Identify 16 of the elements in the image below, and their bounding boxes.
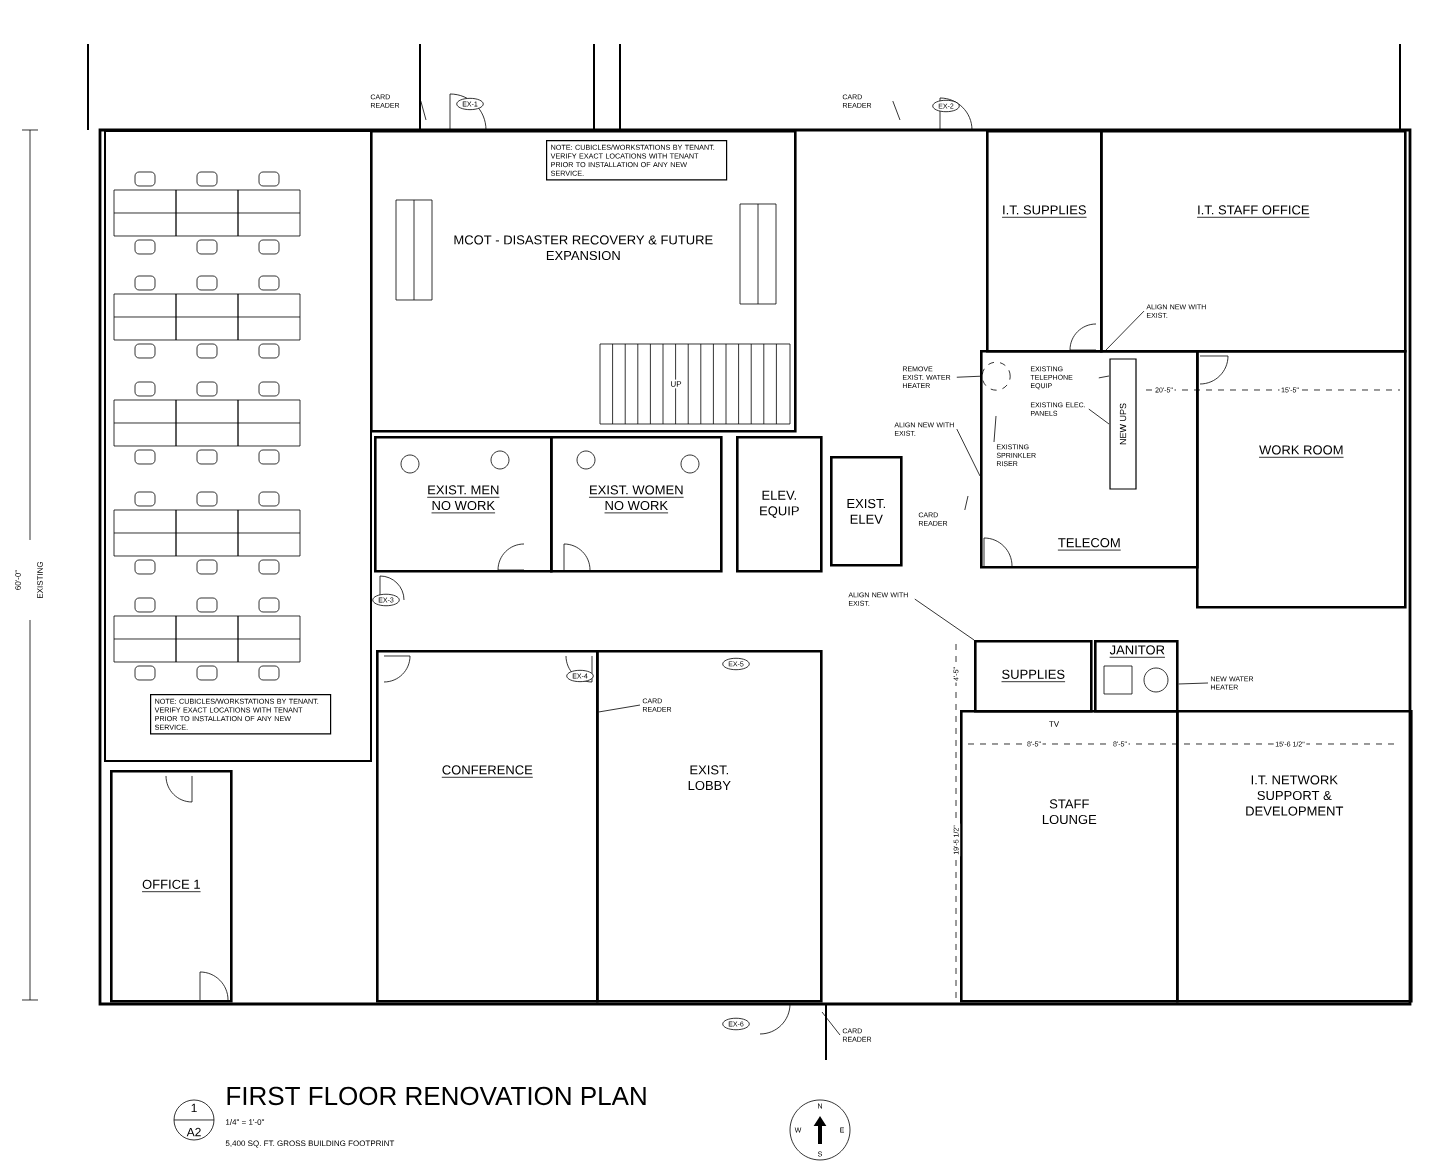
leader-line	[821, 1011, 841, 1036]
leader-line	[956, 375, 983, 378]
leader-line	[993, 415, 997, 443]
leader-line	[420, 100, 427, 121]
leader-line	[914, 598, 975, 641]
leader-line	[1098, 375, 1110, 379]
leader-line	[1088, 408, 1110, 425]
leader-line	[598, 704, 641, 713]
open-office-area	[104, 130, 372, 762]
leader-line	[1105, 310, 1145, 351]
leader-line	[1178, 682, 1209, 685]
leader-line	[956, 428, 981, 477]
leader-line	[892, 100, 901, 121]
leader-line	[964, 495, 969, 511]
plan-title: FIRST FLOOR RENOVATION PLAN	[227, 1086, 646, 1106]
water-heater-icon	[981, 361, 1011, 391]
